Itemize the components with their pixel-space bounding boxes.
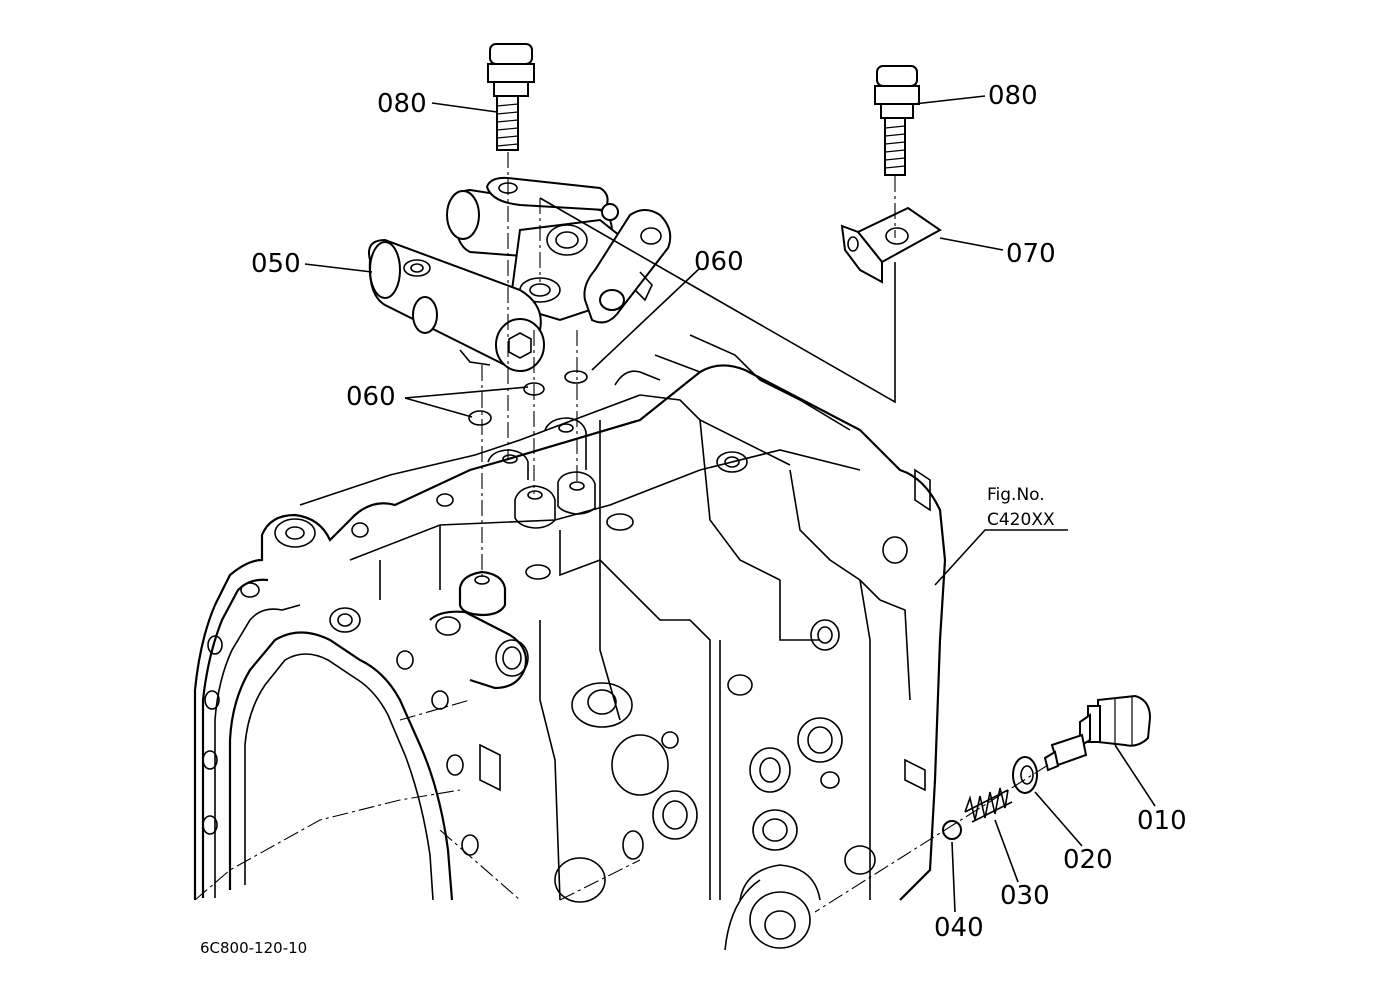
flange-bolt-holes xyxy=(202,493,479,856)
o-rings-060 xyxy=(468,370,588,426)
case-ports xyxy=(554,536,908,903)
figure-ref-label: Fig.No. xyxy=(987,485,1045,505)
callout-020: 020 xyxy=(1063,845,1113,875)
callout-050: 050 xyxy=(251,249,301,279)
callout-080-right: 080 xyxy=(988,81,1038,111)
callout-060-mid: 060 xyxy=(346,382,396,412)
callout-030: 030 xyxy=(1000,881,1050,911)
drawing-code: 6C800-120-10 xyxy=(200,939,307,957)
ball-040 xyxy=(942,820,962,840)
callout-010: 010 xyxy=(1137,806,1187,836)
callout-070: 070 xyxy=(1006,239,1056,269)
bolt-080-left xyxy=(487,43,535,151)
assembly-lines xyxy=(481,152,1049,913)
washer-020 xyxy=(1012,756,1038,794)
spring-030 xyxy=(964,787,1013,823)
figure-ref-number: C420XX xyxy=(987,510,1055,530)
relief-plug-010 xyxy=(1043,694,1152,772)
callout-060-top: 060 xyxy=(694,247,744,277)
bracket-070 xyxy=(840,206,942,284)
callout-040: 040 xyxy=(934,913,984,943)
leader-lines xyxy=(304,95,1156,913)
bolt-080-right xyxy=(874,65,920,176)
transmission-case xyxy=(193,334,947,951)
callout-080-left: 080 xyxy=(377,89,427,119)
valve-assembly-050 xyxy=(368,176,672,372)
